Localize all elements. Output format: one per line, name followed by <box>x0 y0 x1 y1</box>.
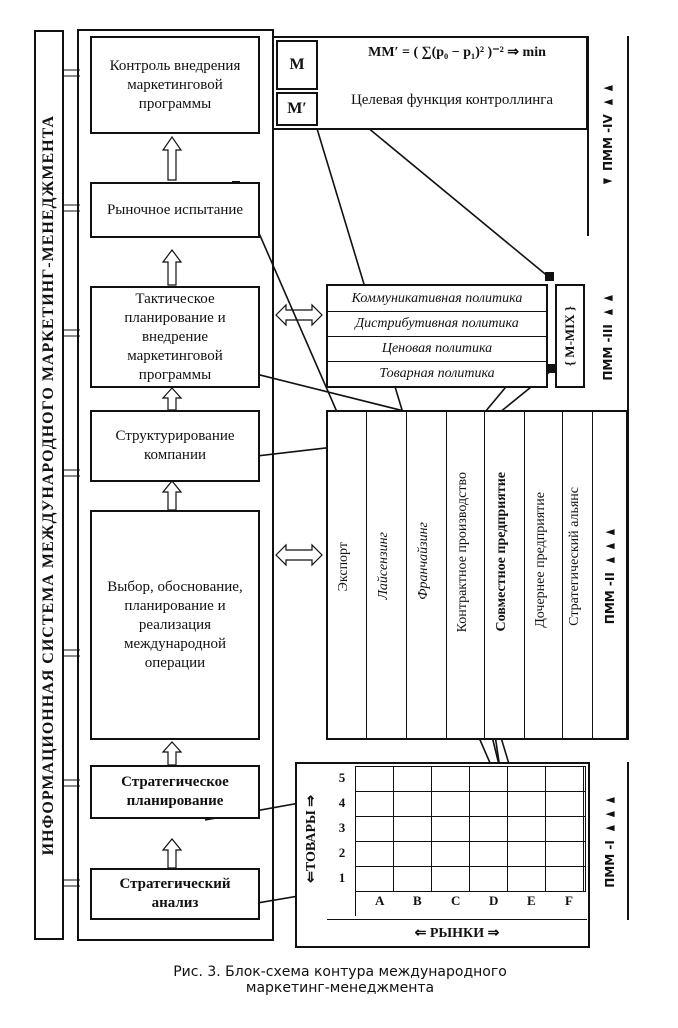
m-prime-label: M′ <box>287 100 307 117</box>
form-strategic-alliance-label: Стратегический альянс <box>567 487 582 626</box>
block-control[interactable]: Контроль внедрения маркетинговой програм… <box>90 36 260 134</box>
matrix-panel: ⇐ТОВАРЫ ⇒ 5 4 3 2 1 A B C D E F ⇐ РЫНКИ … <box>295 762 590 948</box>
flow-up-arrows <box>161 135 183 869</box>
form-contract-production[interactable]: Контрактное производство <box>446 412 485 738</box>
form-strategic-alliance[interactable]: Стратегический альянс <box>562 412 593 738</box>
block-operation[interactable]: Выбор, обоснование, планирование и реали… <box>90 510 260 740</box>
policy-price-label: Ценовая политика <box>381 340 493 356</box>
row-labels: 5 4 3 2 1 <box>329 766 356 916</box>
form-export-label: Экспорт <box>336 542 351 592</box>
caption-line-1: Рис. 3. Блок-схема контура международног… <box>173 964 507 980</box>
m-box: M <box>276 40 318 90</box>
col-label-e: E <box>527 893 536 908</box>
link-arrows <box>275 303 323 567</box>
col-label-f: F <box>565 893 573 908</box>
objective-formula: MM′ = ( ∑(p₀ − p₁)² )⁻² ⇒ min <box>368 45 546 60</box>
col-labels: A B C D E F <box>355 893 585 915</box>
caption-line-2: маркетинг-менеджмента <box>245 980 435 996</box>
mix-label: { M-MIX } <box>562 305 577 367</box>
policies-panel: Коммуникативная политика Дистрибутивная … <box>326 284 548 388</box>
m-label: M <box>289 56 305 73</box>
m-prime-box: M′ <box>276 92 318 126</box>
form-franchising[interactable]: Франчайзинг <box>406 412 447 738</box>
block-strategic-planning[interactable]: Стратегическое планирование <box>90 765 260 819</box>
figure-caption: Рис. 3. Блок-схема контура международног… <box>60 964 620 996</box>
block-market-test-label: Рыночное испытание <box>106 201 244 218</box>
form-joint-venture-label: Совместное предприятие <box>494 472 509 632</box>
mix-box: { M-MIX } <box>555 284 585 388</box>
form-joint-venture[interactable]: Совместное предприятие <box>484 412 525 738</box>
left-column-frame <box>77 29 274 941</box>
block-control-label: Контроль внедрения маркетинговой програм… <box>109 57 241 112</box>
col-label-c: C <box>451 893 461 908</box>
form-franchising-label: Франчайзинг <box>416 522 431 600</box>
block-structuring-label: Структурирование компании <box>115 428 235 463</box>
block-tactical[interactable]: Тактическое планирование и внедрение мар… <box>90 286 260 388</box>
objective-title: Целевая функция контроллинга <box>332 80 572 120</box>
block-strategic-planning-label: Стратегическое планирование <box>121 774 229 809</box>
row-label-4: 4 <box>338 795 346 810</box>
row-label-1: 1 <box>338 870 346 885</box>
row-label-5: 5 <box>338 770 346 785</box>
col-label-b: B <box>413 893 422 908</box>
form-licensing-label: Лайсензинг <box>376 532 391 600</box>
right-frame <box>587 36 629 920</box>
col-label-a: A <box>375 893 385 908</box>
form-subsidiary[interactable]: Дочернее предприятие <box>524 412 563 738</box>
level-iii: ПММ -III ►► <box>590 284 626 388</box>
policy-distributive[interactable]: Дистрибутивная политика <box>328 311 546 337</box>
block-tactical-label: Тактическое планирование и внедрение мар… <box>124 290 226 383</box>
policy-communicative-label: Коммуникативная политика <box>351 290 523 306</box>
col-label-d: D <box>489 893 499 908</box>
forms-panel: Экспорт Лайсензинг Франчайзинг Контрактн… <box>326 410 628 740</box>
form-contract-production-label: Контрактное производство <box>455 472 470 633</box>
form-licensing[interactable]: Лайсензинг <box>366 412 407 738</box>
level-iv: ◄ ПММ -IV ►► <box>588 36 628 236</box>
info-bar-ticks <box>64 69 80 887</box>
objective-panel: M M′ MM′ = ( ∑(p₀ − p₁)² )⁻² ⇒ min Целев… <box>272 36 588 130</box>
block-strategic-analysis-label: Стратегический анализ <box>119 876 231 911</box>
level-i-label: ПММ -I ►►► <box>603 794 617 888</box>
info-system-title: ИНФОРМАЦИОННАЯ СИСТЕМА МЕЖДУНАРОДНОГО МА… <box>40 114 57 856</box>
goods-axis-label: ⇐ТОВАРЫ ⇒ <box>304 795 319 883</box>
goods-axis: ⇐ТОВАРЫ ⇒ <box>297 764 327 914</box>
level-i: ПММ -I ►►► <box>592 762 628 920</box>
form-subsidiary-label: Дочернее предприятие <box>533 492 548 628</box>
block-structuring[interactable]: Структурирование компании <box>90 410 260 482</box>
level-iv-label: ◄ ПММ -IV ►► <box>601 82 615 190</box>
matrix-grid: 5 4 3 2 1 A B C D E F <box>329 766 587 916</box>
block-operation-label: Выбор, обоснование, планирование и реали… <box>107 578 243 671</box>
markets-axis-label: ⇐ РЫНКИ ⇒ <box>327 919 587 946</box>
row-label-2: 2 <box>338 845 346 860</box>
block-market-test[interactable]: Рыночное испытание <box>90 182 260 238</box>
policy-product-label: Товарная политика <box>379 365 495 381</box>
objective-title-text: Целевая функция контроллинга <box>350 91 554 108</box>
info-system-bar: ИНФОРМАЦИОННАЯ СИСТЕМА МЕЖДУНАРОДНОГО МА… <box>34 30 64 940</box>
policy-communicative[interactable]: Коммуникативная политика <box>328 286 546 312</box>
level-ii: ПММ -II ►►► <box>592 412 628 738</box>
matrix-cells[interactable] <box>355 766 586 892</box>
block-strategic-analysis[interactable]: Стратегический анализ <box>90 868 260 920</box>
policy-distributive-label: Дистрибутивная политика <box>355 315 519 331</box>
level-ii-label: ПММ -II ►►► <box>603 525 617 625</box>
policy-product[interactable]: Товарная политика <box>328 361 546 386</box>
form-export[interactable]: Экспорт <box>328 412 367 738</box>
level-iii-label: ПММ -III ►► <box>601 291 615 381</box>
policy-price[interactable]: Ценовая политика <box>328 336 546 362</box>
row-label-3: 3 <box>338 820 346 835</box>
